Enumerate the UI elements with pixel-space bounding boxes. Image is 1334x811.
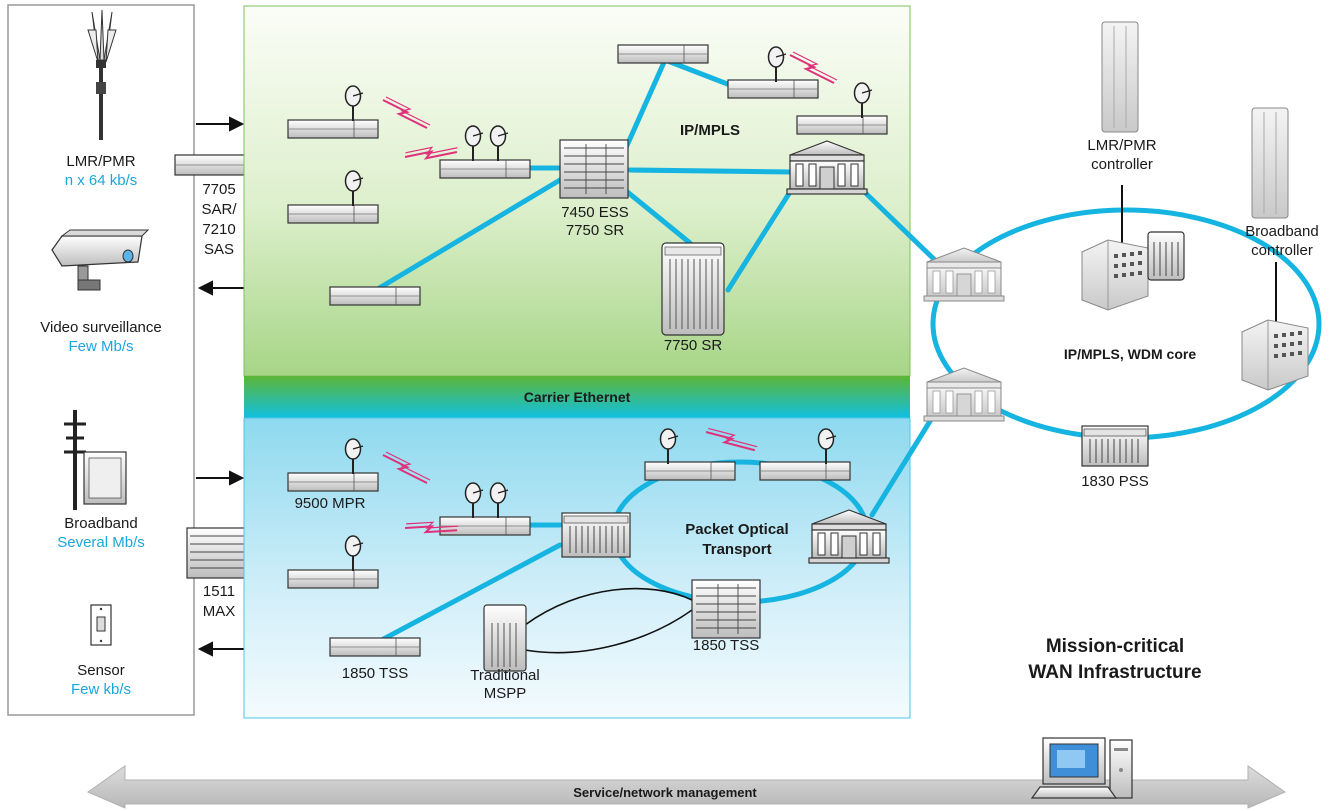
endpoint-rate: n x 64 kb/s [64,172,138,189]
label-line: SAR/ [201,201,237,218]
endpoint-label: Broadband [64,515,138,532]
packet-optical-label: Packet Optical Transport [672,520,802,560]
label-line: Mission-critical [1045,636,1185,657]
label-line: Packet Optical [685,521,789,538]
antenna-icon [87,9,117,140]
core-label: IP/MPLS, WDM core [1063,346,1197,362]
label-line: Broadband [1245,223,1319,240]
label-line: controller [1251,242,1313,259]
endpoint-rate: Few Mb/s [68,338,134,355]
lower-zone-devices [287,418,890,672]
label-line: MSPP [483,685,527,702]
endpoint-lmr-pmr: LMR/PMR n x 64 kb/s [8,152,194,190]
label-line: 7450 ESS [561,204,629,221]
mpr-label: 9500 MPR [294,495,366,512]
label-line: Transport [702,541,772,558]
label-line: 7210 [202,221,236,238]
core-devices [923,21,1309,467]
camera-icon [51,229,150,291]
label-line: Traditional [470,667,540,684]
sensor-icon [90,604,112,646]
endpoint-label: Sensor [77,662,125,679]
broadband-controller-label: Broadband controller [1230,222,1334,260]
carrier-ethernet-label: Carrier Ethernet [523,389,631,405]
access-upper-label: 7705 SAR/ 7210 SAS [194,180,244,260]
access-lower-label: 1511 MAX [194,582,244,622]
router-label: 7450 ESS 7750 SR [545,204,645,240]
computer-icon [1030,737,1133,799]
ip-mpls-title: IP/MPLS [679,122,740,139]
endpoint-rate: Several Mb/s [57,534,145,551]
endpoint-label: Video surveillance [40,319,162,336]
endpoint-sensor: Sensor Few kb/s [8,661,194,699]
mspp-label: Traditional MSPP [455,667,555,703]
pss-label: 1830 PSS [1081,473,1149,490]
endpoint-rate: Few kb/s [70,681,131,698]
lmr-controller-label: LMR/PMR controller [1082,136,1162,174]
flow-arrows [196,116,245,657]
tss-ring-label: 1850 TSS [692,637,760,654]
wan-title: Mission-critical WAN Infrastructure [990,634,1240,686]
label-line: 7750 SR [565,222,625,239]
management-arrow [86,765,1287,809]
endpoint-broadband: Broadband Several Mb/s [8,514,194,552]
label-line: LMR/PMR [1087,137,1157,154]
label-line: MAX [202,603,236,620]
label-line: controller [1091,156,1153,173]
endpoint-label: LMR/PMR [66,153,136,170]
label-line: SAS [203,241,234,258]
management-label: Service/network management [573,785,757,800]
label-line: WAN Infrastructure [1028,662,1202,683]
label-line: 1511 [202,583,236,600]
endpoint-video: Video surveillance Few Mb/s [8,318,194,356]
chassis-label: 7750 SR [663,337,723,354]
mspp-links [524,587,693,654]
tss-edge-label: 1850 TSS [341,665,409,682]
carrier-ethernet-band [244,376,910,418]
pole-cabinet-icon [64,410,127,510]
label-line: 7705 [202,181,236,198]
